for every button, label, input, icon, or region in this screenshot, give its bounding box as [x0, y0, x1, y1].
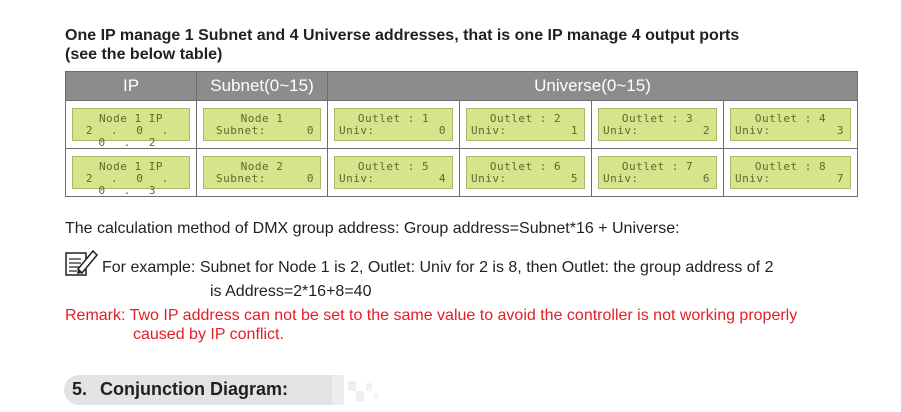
lcd-line1: Node 1 — [240, 112, 284, 125]
intro-heading-line2: (see the below table) — [65, 46, 223, 63]
section-pill — [64, 375, 332, 405]
lcd-line1: Outlet : 7 — [621, 160, 694, 173]
lcd-label: Univ: — [603, 124, 639, 137]
lcd-value: 0 — [306, 124, 314, 137]
ip-cell: Node 1 IP 2 . 0 . 0 . 2 — [65, 100, 197, 149]
example-line1: For example: Subnet for Node 1 is 2, Out… — [102, 259, 774, 276]
lcd-value: 2 — [702, 124, 710, 137]
lcd-line1: Outlet : 8 — [754, 160, 827, 173]
section-number: 5. — [72, 379, 88, 399]
section-heading: 5. Conjunction Diagram: — [64, 375, 378, 405]
address-table: IP Subnet(0~15) Universe(0~15) Node 1 IP… — [65, 71, 859, 197]
lcd-line1: Outlet : 6 — [489, 160, 562, 173]
lcd-value: 0 — [306, 172, 314, 185]
ip-cell: Node 1 IP 2 . 0 . 0 . 3 — [65, 148, 197, 197]
lcd-display: Node 2 Subnet: 0 — [203, 156, 321, 189]
section-fade-block — [348, 381, 356, 391]
outlet-cell: Outlet : 2 Univ: 1 — [459, 100, 592, 149]
subnet-cell: Node 2 Subnet: 0 — [196, 148, 328, 197]
lcd-value: 5 — [570, 172, 578, 185]
lcd-label: Univ: — [339, 124, 375, 137]
lcd-value: 3 — [836, 124, 845, 137]
section-fade-block — [356, 391, 364, 401]
lcd-label: Univ: — [603, 172, 639, 185]
section-fade-block — [374, 393, 378, 399]
section-fade-block — [332, 375, 344, 405]
header-ip: IP — [65, 71, 197, 101]
outlet-cell: Outlet : 6 Univ: 5 — [459, 148, 592, 197]
intro-heading: One IP manage 1 Subnet and 4 Universe ad… — [65, 26, 865, 64]
lcd-value: 4 — [438, 172, 446, 185]
lcd-line2: 2 . 0 . 0 . 3 — [85, 172, 175, 197]
header-universe: Universe(0~15) — [326, 71, 859, 101]
outlet-cell: Outlet : 4 Univ: 3 — [722, 100, 859, 149]
remark-line1: Remark: Two IP address can not be set to… — [65, 307, 798, 324]
lcd-display: Outlet : 5 Univ: 4 — [334, 156, 453, 189]
lcd-label: Subnet: — [216, 124, 266, 137]
lcd-line1: Node 2 — [240, 160, 284, 173]
lcd-value: 0 — [438, 124, 446, 137]
lcd-label: Univ: — [735, 172, 771, 185]
lcd-display: Node 1 IP 2 . 0 . 0 . 2 — [72, 108, 190, 149]
header-subnet: Subnet(0~15) — [196, 71, 328, 101]
lcd-line1: Node 1 IP — [98, 112, 164, 125]
lcd-display: Outlet : 7 Univ: 6 — [598, 156, 717, 189]
outlet-cell: Outlet : 8 Univ: 7 — [722, 148, 859, 197]
lcd-value: 7 — [836, 172, 845, 185]
table-row: Node 1 IP 2 . 0 . 0 . 3 Node 2 Subnet:0 … — [65, 148, 859, 197]
lcd-display: Outlet : 4 Univ: 3 — [730, 108, 852, 141]
example-line2: is Address=2*16+8=40 — [210, 283, 372, 300]
lcd-display: Outlet : 8 Univ: 7 — [730, 156, 852, 189]
lcd-display: Outlet : 6 Univ: 5 — [466, 156, 585, 189]
outlet-cell: Outlet : 5 Univ: 4 — [327, 148, 460, 197]
outlet-cell: Outlet : 7 Univ: 6 — [591, 148, 724, 197]
subnet-cell: Node 1 Subnet: 0 — [196, 100, 328, 149]
remark-line2: caused by IP conflict. — [133, 326, 284, 343]
lcd-label: Subnet: — [216, 172, 266, 185]
lcd-line1: Outlet : 2 — [489, 112, 562, 125]
section-fade-block — [366, 383, 372, 391]
lcd-label: Univ: — [339, 172, 375, 185]
lcd-line1: Outlet : 5 — [357, 160, 430, 173]
lcd-line2: 2 . 0 . 0 . 2 — [85, 124, 175, 149]
lcd-label: Univ: — [735, 124, 771, 137]
lcd-display: Outlet : 1 Univ: 0 — [334, 108, 453, 141]
lcd-display: Outlet : 2 Univ: 1 — [466, 108, 585, 141]
lcd-label: Univ: — [471, 172, 507, 185]
lcd-label: Univ: — [471, 124, 507, 137]
lcd-value: 1 — [570, 124, 578, 137]
table-header-row: IP Subnet(0~15) Universe(0~15) — [65, 71, 859, 101]
lcd-line1: Node 1 IP — [98, 160, 164, 173]
note-pencil-icon — [64, 247, 99, 277]
lcd-line1: Outlet : 1 — [357, 112, 430, 125]
section-title: Conjunction Diagram: — [100, 379, 288, 399]
lcd-display: Node 1 IP 2 . 0 . 0 . 3 — [72, 156, 190, 197]
calculation-text: The calculation method of DMX group addr… — [65, 220, 680, 237]
lcd-line1: Outlet : 4 — [754, 112, 827, 125]
table-row: Node 1 IP 2 . 0 . 0 . 2 Node 1 Subnet:0 … — [65, 100, 859, 149]
lcd-line1: Outlet : 3 — [621, 112, 694, 125]
lcd-display: Outlet : 3 Univ: 2 — [598, 108, 717, 141]
outlet-cell: Outlet : 1 Univ: 0 — [327, 100, 460, 149]
intro-heading-line1: One IP manage 1 Subnet and 4 Universe ad… — [65, 27, 740, 44]
outlet-cell: Outlet : 3 Univ: 2 — [591, 100, 724, 149]
lcd-display: Node 1 Subnet: 0 — [203, 108, 321, 141]
lcd-value: 6 — [702, 172, 710, 185]
